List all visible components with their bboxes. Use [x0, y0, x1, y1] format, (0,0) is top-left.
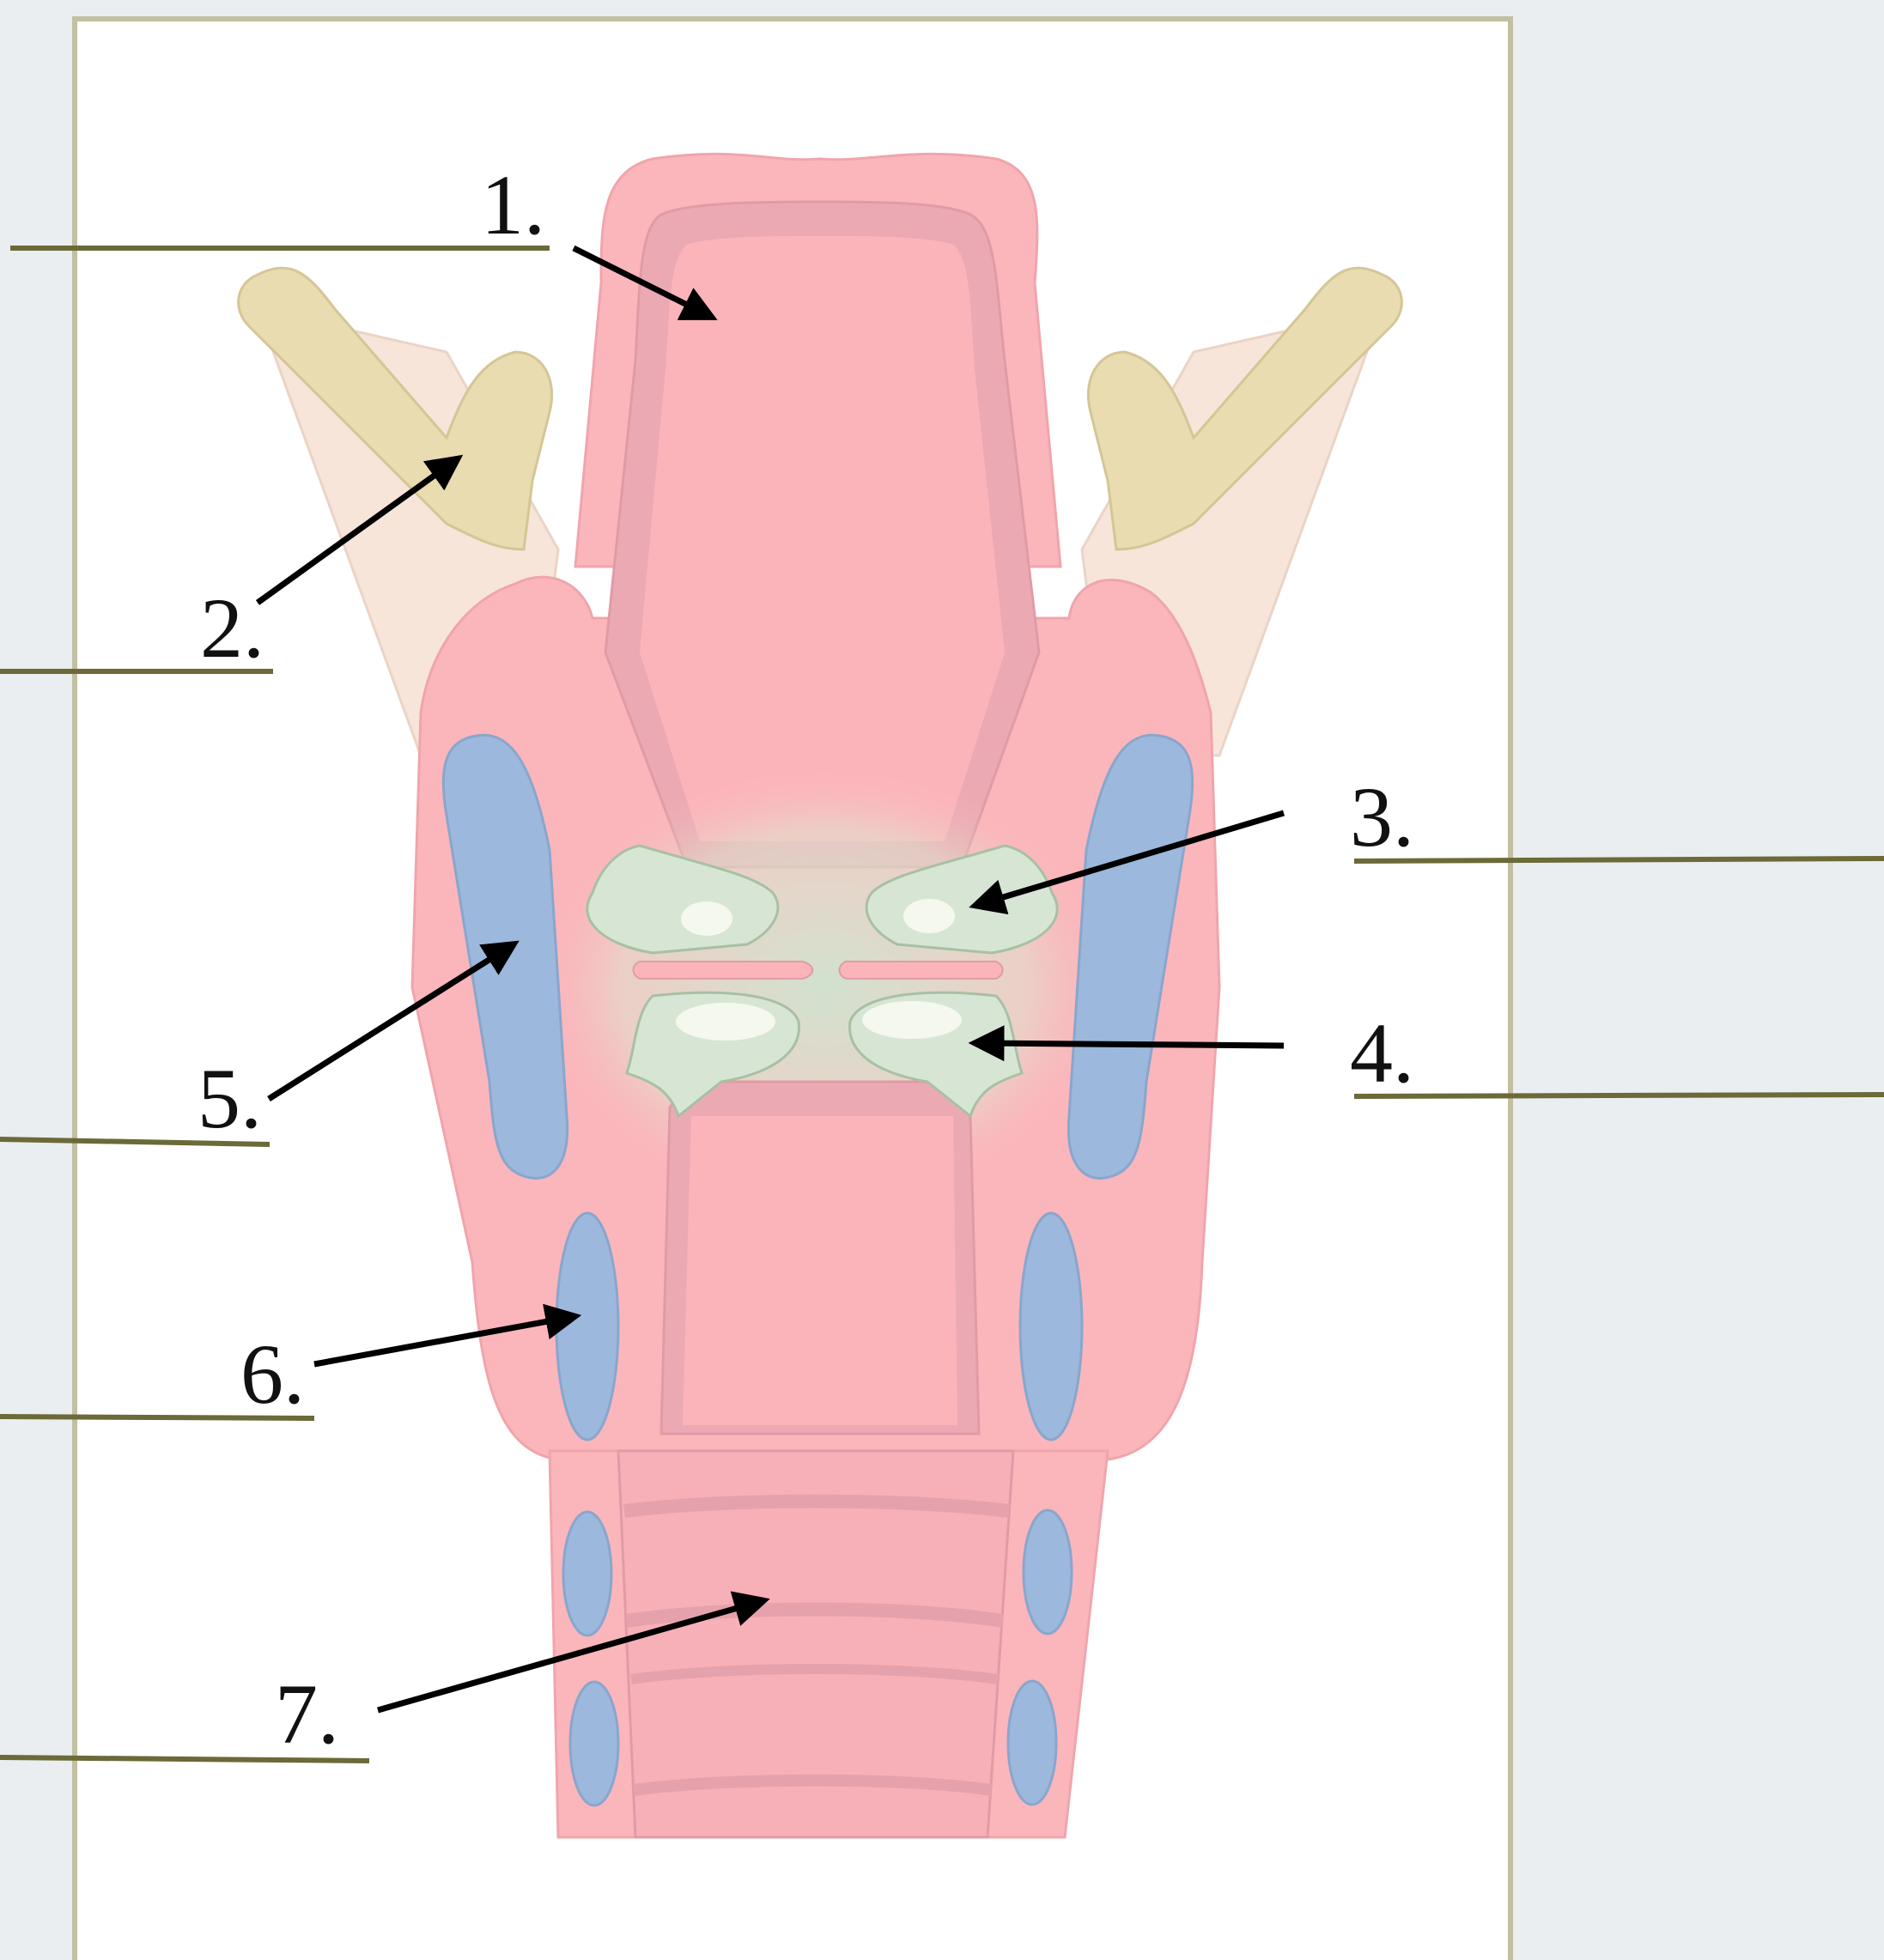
- label-1: 1.: [481, 157, 545, 252]
- lower-lumen: [683, 1116, 957, 1425]
- label-7: 7.: [275, 1666, 339, 1762]
- label-2: 2.: [200, 580, 264, 676]
- label-5: 5.: [198, 1051, 262, 1146]
- answer-line-4[interactable]: [1354, 1095, 1884, 1096]
- left-cricoid-cartilage: [556, 1213, 618, 1440]
- left-vocal-ligament: [676, 1003, 775, 1041]
- right-vestibular-ligament: [903, 899, 955, 933]
- tracheal-ring-left-2: [570, 1682, 618, 1805]
- left-ventricle-slit: [634, 962, 813, 979]
- answer-line-3[interactable]: [1354, 859, 1884, 861]
- label-6: 6.: [240, 1326, 305, 1422]
- right-ventricle-slit: [840, 962, 1003, 979]
- tracheal-ring-right-1: [1024, 1510, 1072, 1634]
- right-vocal-ligament: [862, 1001, 962, 1039]
- tracheal-ring-right-2: [1008, 1681, 1056, 1805]
- left-vestibular-ligament: [681, 901, 732, 936]
- right-cricoid-cartilage: [1020, 1213, 1082, 1440]
- upper-lumen: [640, 236, 1005, 841]
- label-4: 4.: [1350, 1005, 1414, 1101]
- label-3: 3.: [1350, 769, 1414, 865]
- tracheal-ring-left-1: [563, 1512, 611, 1635]
- arrow-4: [983, 1043, 1284, 1046]
